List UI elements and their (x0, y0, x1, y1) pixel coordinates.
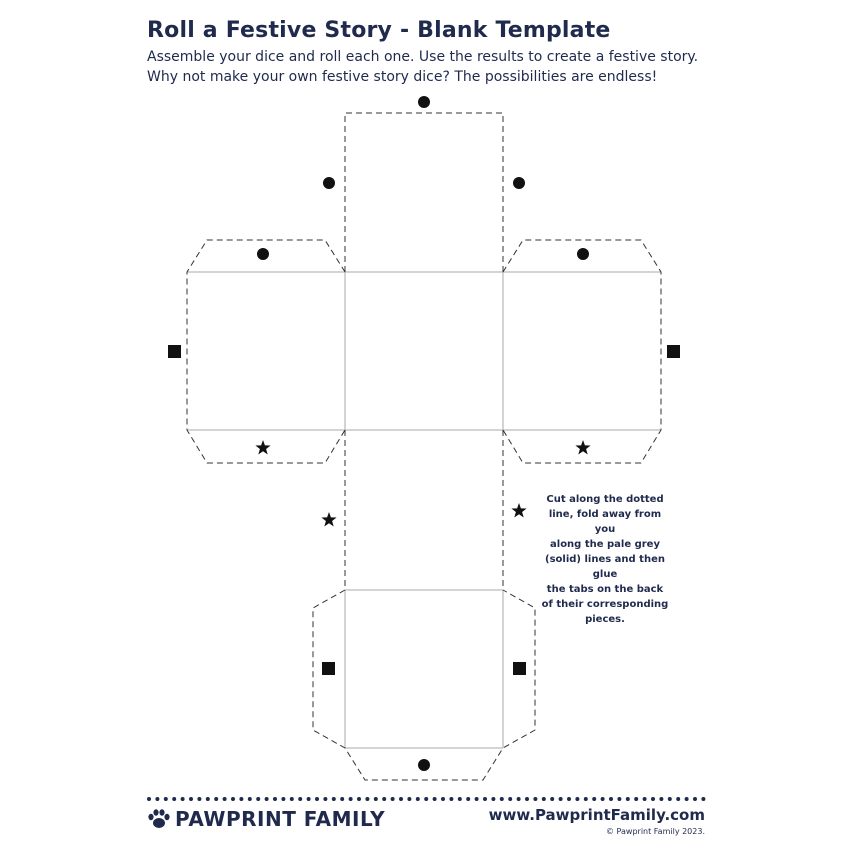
footer-dotted-divider (147, 797, 707, 801)
brand-name: PAWPRINT FAMILY (175, 807, 386, 831)
square-marker-icon (667, 345, 680, 358)
square-markers (168, 345, 680, 675)
circle-marker-icon (418, 759, 430, 771)
circle-marker-icon (577, 248, 589, 260)
paw-icon (148, 809, 170, 828)
star-markers (255, 440, 591, 527)
cut-line-top (344, 112, 504, 272)
intro-line-1: Assemble your dice and roll each one. Us… (147, 49, 699, 65)
square-marker-icon (322, 662, 335, 675)
brand-logo: PAWPRINT FAMILY (147, 805, 385, 833)
square-marker-icon (168, 345, 181, 358)
cut-line-right-panel (502, 239, 662, 464)
circle-markers (257, 96, 589, 771)
instructions-line: line, fold away from you (548, 509, 662, 535)
star-marker-icon (255, 440, 271, 455)
cut-lines (186, 112, 662, 781)
intro-line-2: Why not make your own festive story dice… (147, 69, 658, 85)
star-marker-icon (511, 503, 527, 518)
instructions-line: along the pale grey (550, 539, 660, 550)
cut-line-bottom-panel (312, 589, 536, 781)
circle-marker-icon (418, 96, 430, 108)
square-marker-icon (513, 662, 526, 675)
cut-line-left-panel (186, 239, 346, 464)
copyright-notice: © Pawprint Family 2023. (606, 827, 705, 836)
fold-lines (187, 271, 661, 749)
instructions-line: (solid) lines and then glue (545, 554, 665, 580)
instructions-line: the tabs on the back (546, 584, 664, 595)
star-marker-icon (575, 440, 591, 455)
instructions-line: pieces. (585, 614, 625, 625)
intro-text: Assemble your dice and roll each one. Us… (147, 47, 698, 87)
star-marker-icon (321, 512, 337, 527)
instructions-text: Cut along the dotted line, fold away fro… (540, 492, 670, 627)
page-title: Roll a Festive Story - Blank Template (147, 18, 611, 43)
circle-marker-icon (323, 177, 335, 189)
website-link[interactable]: www.PawprintFamily.com (488, 806, 705, 824)
instructions-line: Cut along the dotted (546, 494, 664, 505)
circle-marker-icon (257, 248, 269, 260)
circle-marker-icon (513, 177, 525, 189)
instructions-line: of their corresponding (541, 599, 669, 610)
